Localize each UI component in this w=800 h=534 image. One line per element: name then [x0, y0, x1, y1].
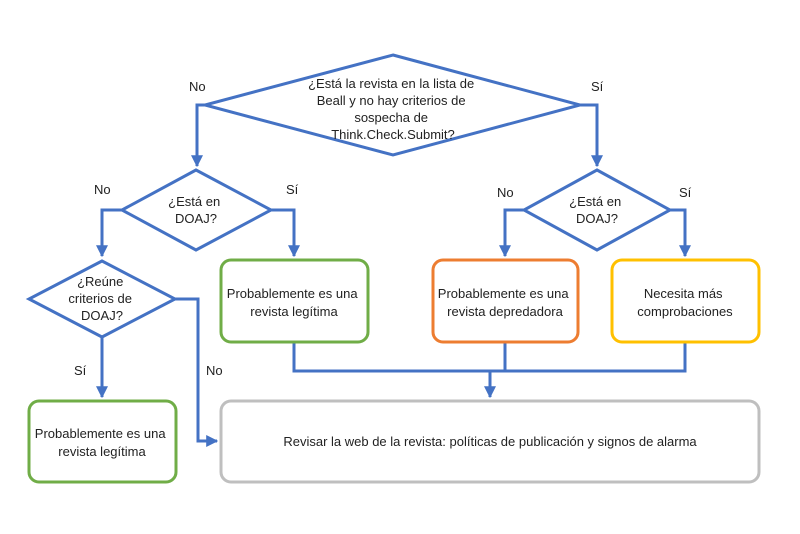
connector-doaj-right-no — [499, 208, 524, 258]
connector-top-no — [191, 103, 205, 168]
outcome-legit-middle: Probablemente es una revista legítima — [219, 258, 370, 344]
outcome-needs-check: Necesita más comprobaciones — [610, 258, 761, 344]
decision-meets-criteria-text: ¿Reúne criterios de DOAJ? — [68, 274, 135, 323]
connector-doaj-left-yes — [271, 208, 300, 258]
connector-merge — [292, 342, 687, 373]
outcome-legit-middle-text: Probablemente es una revista legítima — [227, 286, 361, 319]
label-doaj-left-yes: Sí — [286, 182, 299, 197]
outcome-predatory-box — [431, 258, 580, 344]
outcome-legit-bottom-text: Probablemente es una revista legítima — [35, 426, 169, 459]
decision-top-shape — [199, 53, 586, 157]
connector-doaj-right-yes — [670, 208, 691, 258]
outcome-review-text: Revisar la web de la revista: políticas … — [283, 434, 697, 449]
label-criteria-no: No — [206, 363, 223, 378]
label-doaj-left-no: No — [94, 182, 111, 197]
label-top-yes: Sí — [591, 79, 604, 94]
decision-top-text: ¿Está la revista en la lista de Beall y … — [308, 76, 478, 142]
outcome-needs-check-text: Necesita más comprobaciones — [637, 286, 733, 319]
decision-doaj-left-text: ¿Está en DOAJ? — [168, 194, 224, 226]
outcome-needs-check-box — [610, 258, 761, 344]
connector-doaj-left-no — [96, 208, 122, 258]
outcome-legit-bottom: Probablemente es una revista legítima — [27, 399, 178, 484]
outcome-predatory: Probablemente es una revista depredadora — [431, 258, 580, 344]
label-criteria-yes: Sí — [74, 363, 87, 378]
decision-meets-criteria: ¿Reúne criterios de DOAJ? — [25, 259, 179, 339]
label-top-no: No — [189, 79, 206, 94]
decision-doaj-left-shape — [118, 168, 275, 252]
decision-doaj-right-shape — [520, 168, 674, 252]
decision-top: ¿Está la revista en la lista de Beall y … — [199, 53, 586, 157]
connector-top-yes — [580, 103, 603, 168]
branch-labels: No Sí No Sí No Sí Sí No — [74, 79, 692, 378]
label-doaj-right-no: No — [497, 185, 514, 200]
outcome-legit-bottom-box — [27, 399, 178, 484]
outcome-predatory-text: Probablemente es una revista depredadora — [438, 286, 572, 319]
label-doaj-right-yes: Sí — [679, 185, 692, 200]
outcome-legit-middle-box — [219, 258, 370, 344]
outcome-review: Revisar la web de la revista: políticas … — [219, 399, 761, 484]
decision-doaj-right: ¿Está en DOAJ? — [520, 168, 674, 252]
decision-doaj-left: ¿Está en DOAJ? — [118, 168, 275, 252]
decision-doaj-right-text: ¿Está en DOAJ? — [569, 194, 625, 226]
connector-criteria-no — [175, 297, 219, 447]
outcome-review-box — [219, 399, 761, 484]
decision-meets-criteria-shape — [25, 259, 179, 339]
